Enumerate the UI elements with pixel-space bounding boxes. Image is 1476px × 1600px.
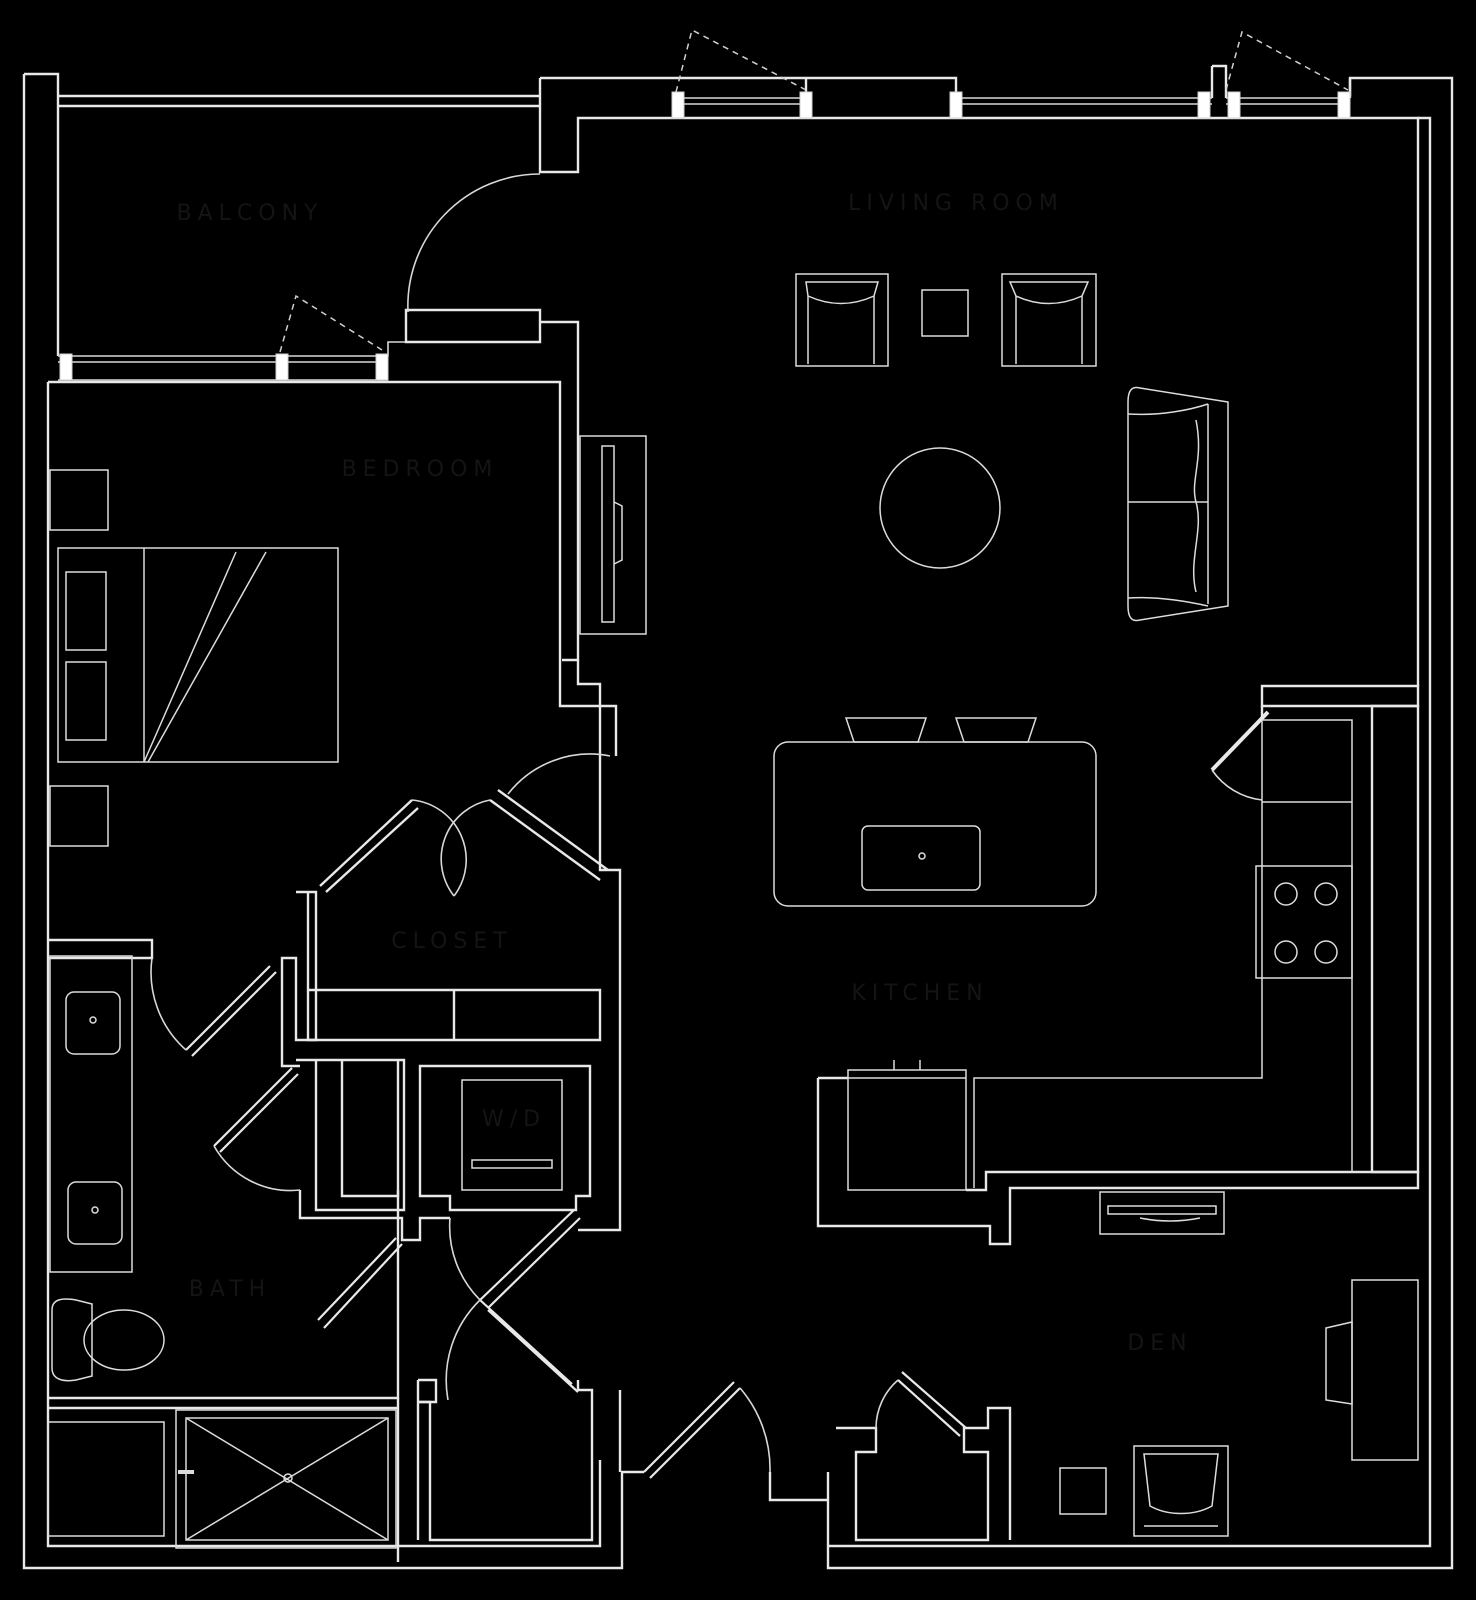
exterior-walls	[22, 64, 1454, 1570]
armchair-right	[1001, 273, 1097, 367]
label-bedroom: BEDROOM	[342, 457, 499, 482]
furniture	[47, 273, 1419, 1549]
sofa	[1127, 386, 1229, 622]
label-den: DEN	[1127, 1331, 1192, 1356]
label-balcony: BALCONY	[177, 201, 324, 226]
toilet	[51, 1298, 165, 1382]
label-kitchen: KITCHEN	[851, 981, 988, 1006]
room-labels: BALCONY LIVING ROOM BEDROOM CLOSET KITCH…	[177, 191, 1192, 1356]
interior-walls	[48, 684, 1420, 1562]
label-living-room: LIVING ROOM	[848, 191, 1064, 216]
label-closet: CLOSET	[391, 929, 512, 954]
label-bath: BATH	[189, 1277, 271, 1302]
doors	[150, 173, 1270, 1479]
label-wd: W/D	[482, 1107, 546, 1132]
den-armchair	[1133, 1445, 1229, 1537]
windows	[59, 28, 1351, 381]
armchair-left	[795, 273, 889, 367]
bed	[57, 547, 339, 763]
